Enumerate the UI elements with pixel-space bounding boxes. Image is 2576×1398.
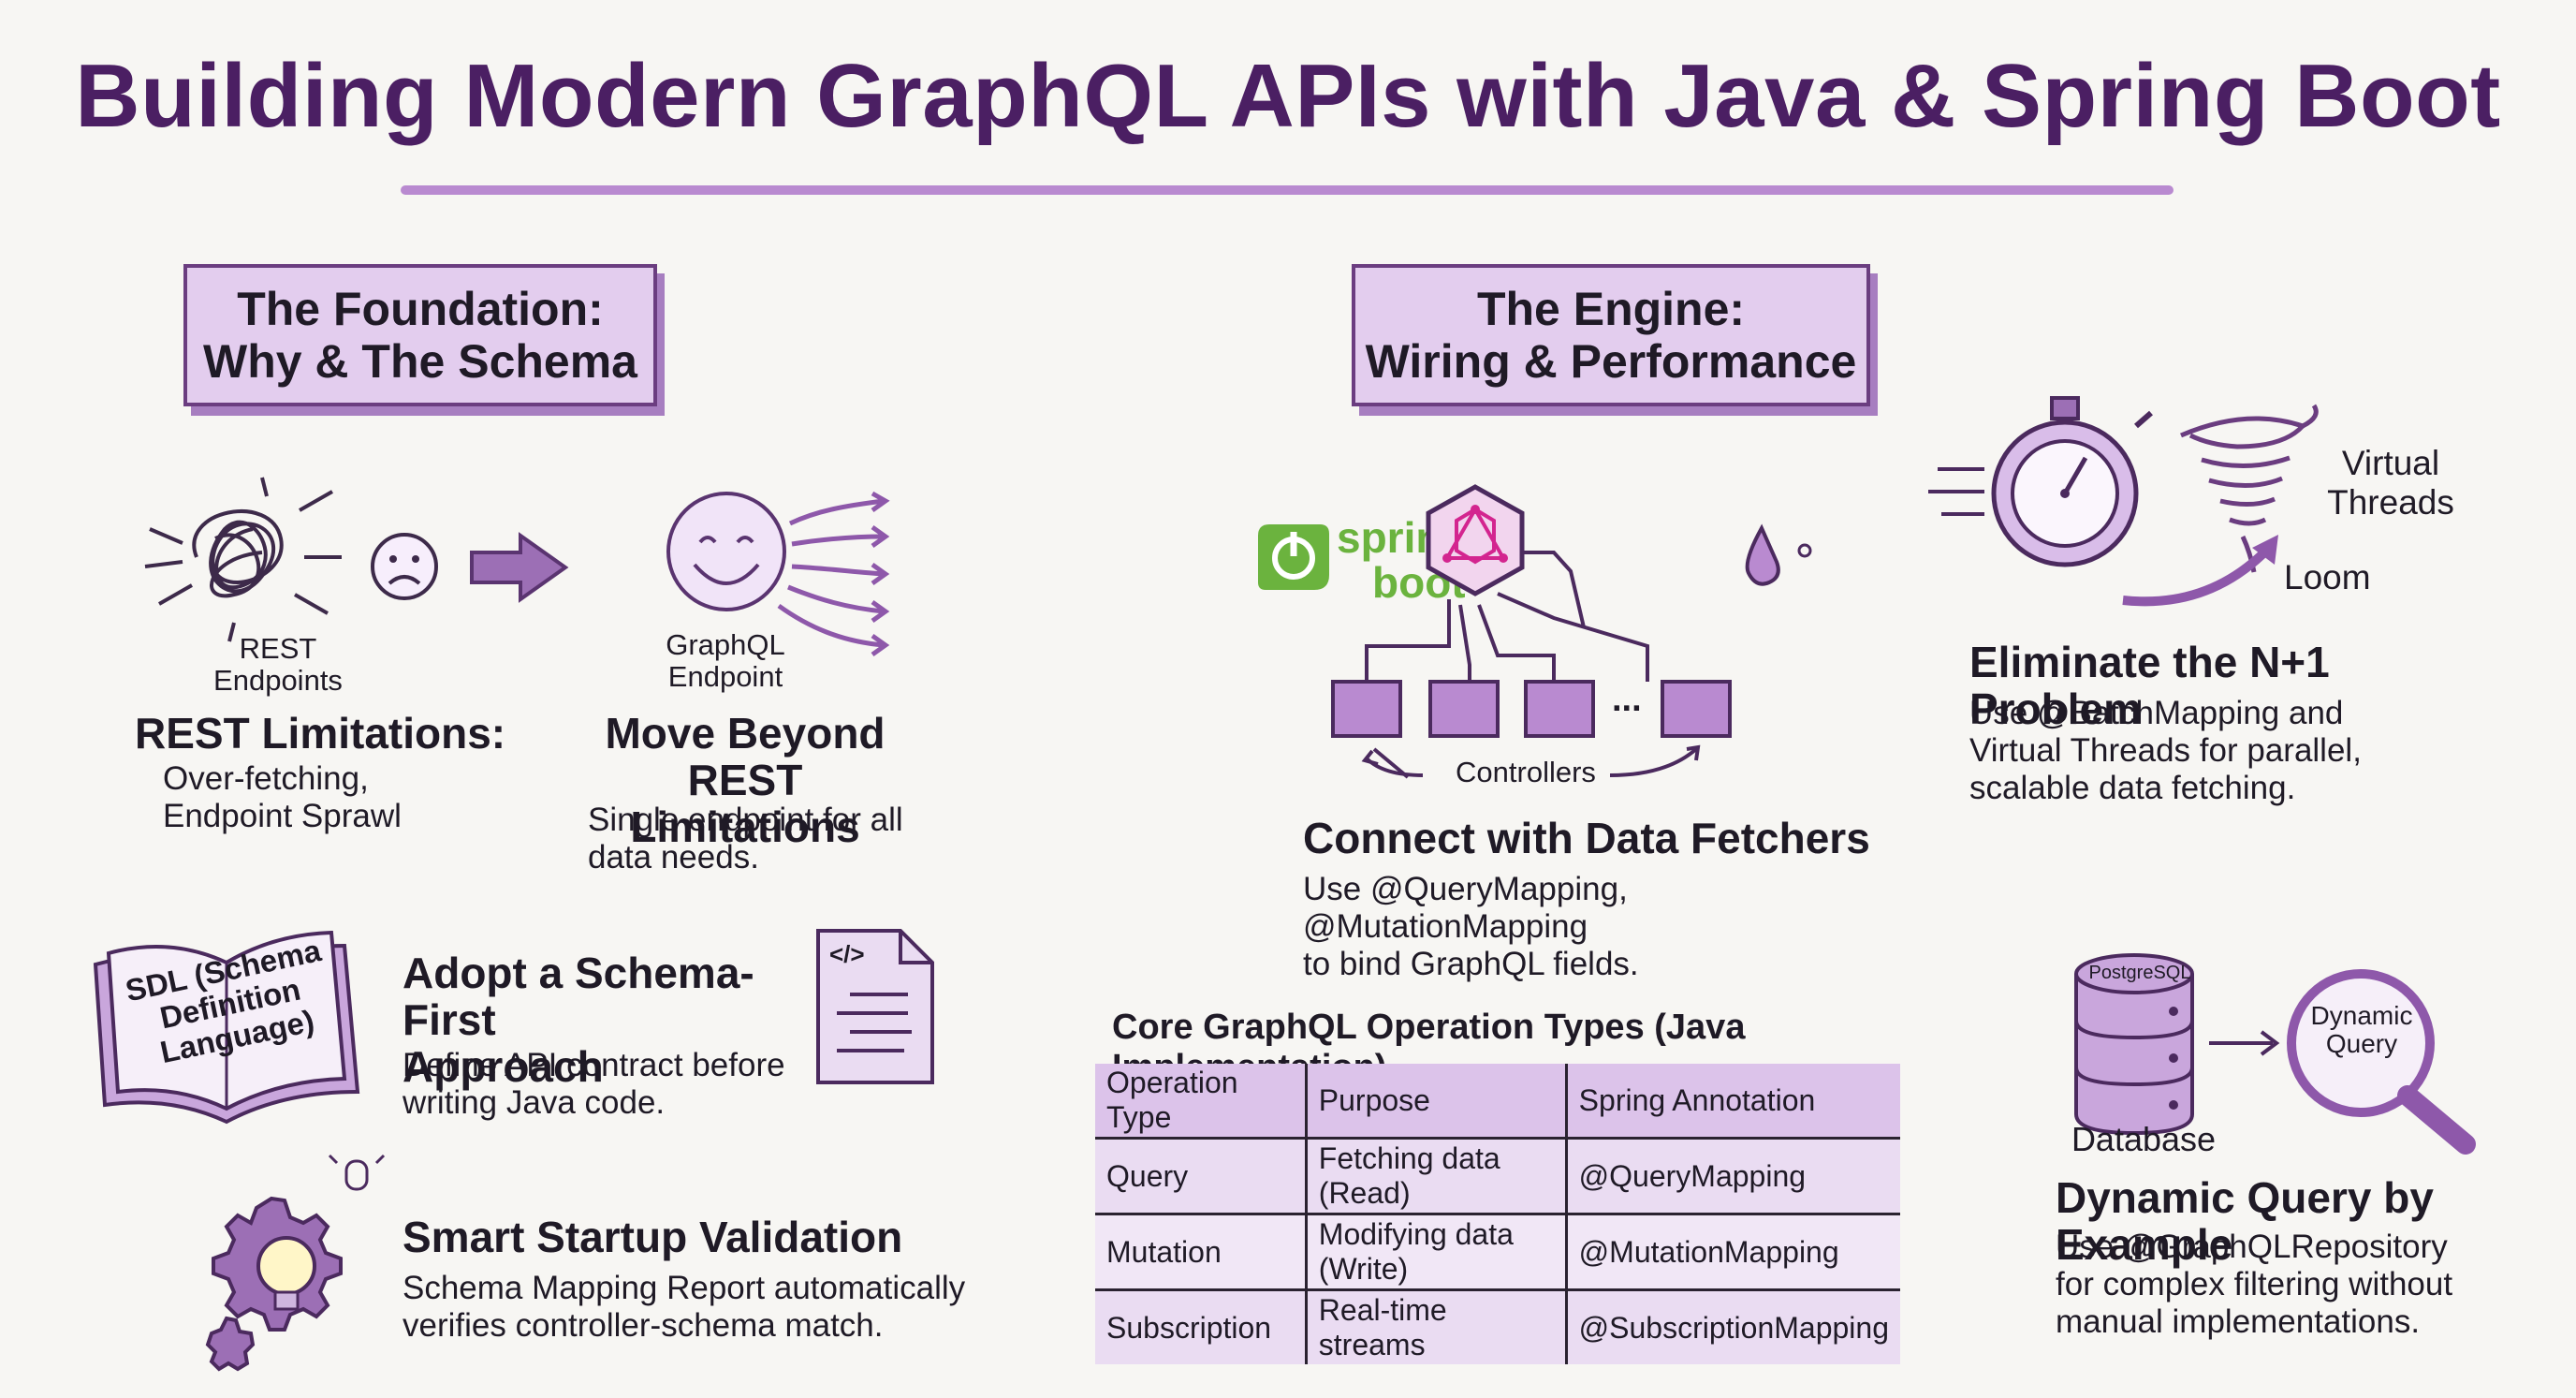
table-cell: Modifying data (Write) bbox=[1304, 1214, 1567, 1290]
arrow-right-icon bbox=[470, 532, 569, 603]
n-plus-one-text: Use @BatchMapping and Virtual Threads fo… bbox=[1969, 695, 2494, 807]
postgresql-label: PostgreSQL bbox=[2088, 963, 2191, 983]
table-header-cell: Spring Annotation bbox=[1564, 1064, 1900, 1139]
graphql-icon-label: GraphQL Endpoint bbox=[655, 629, 796, 693]
dynamic-text-3: manual implementations. bbox=[2056, 1303, 2421, 1340]
graphql-text: Single endpoint for all data needs. bbox=[588, 802, 962, 876]
fetchers-text-1: Use @QueryMapping, @MutationMapping bbox=[1303, 871, 1628, 945]
loom-label: Loom bbox=[2284, 558, 2371, 596]
virtual-threads-label-2: Threads bbox=[2327, 483, 2454, 522]
schema-first-text-2: writing Java code. bbox=[402, 1084, 666, 1121]
section-engine-line1: The Engine: bbox=[1476, 283, 1746, 335]
dynamic-query-lens-label: Dynamic Query bbox=[2301, 1002, 2422, 1058]
table-cell: Query bbox=[1106, 1158, 1189, 1193]
table-cell: Real-time streams bbox=[1304, 1289, 1567, 1364]
code-document-tag: </> bbox=[829, 940, 865, 968]
code-document-icon bbox=[816, 929, 934, 1084]
rest-text: Over-fetching, Endpoint Sprawl bbox=[163, 760, 575, 835]
table-cell: Fetching data (Read) bbox=[1304, 1138, 1567, 1214]
section-engine: The Engine: Wiring & Performance bbox=[1352, 264, 1870, 406]
rest-text-1: Over-fetching, bbox=[163, 760, 369, 797]
schema-first-heading-2: Approach bbox=[402, 1042, 604, 1091]
table-cell: @SubscriptionMapping bbox=[1564, 1289, 1900, 1364]
rest-icon-label: REST Endpoints bbox=[208, 633, 348, 697]
fetchers-heading: Connect with Data Fetchers bbox=[1303, 814, 1870, 862]
table-cell: Mutation bbox=[1106, 1234, 1222, 1269]
graphql-heading: Move Beyond REST Limitations bbox=[558, 710, 932, 850]
n-plus-one-text-3: scalable data fetching. bbox=[1969, 770, 2296, 806]
table-cell: @MutationMapping bbox=[1564, 1214, 1900, 1290]
controllers-ellipsis: ... bbox=[1612, 680, 1642, 719]
virtual-threads-label-1: Virtual bbox=[2341, 444, 2440, 482]
table-row: Mutation Modifying data (Write) @Mutatio… bbox=[1095, 1214, 1900, 1290]
n-plus-one-text-1: Use @BatchMapping and bbox=[1969, 695, 2344, 731]
dynamic-query-lens-1: Dynamic bbox=[2310, 1001, 2413, 1030]
gear-lightbulb-icon bbox=[205, 1154, 386, 1372]
controllers-diagram bbox=[1331, 484, 1732, 779]
table-cell: Subscription bbox=[1106, 1310, 1272, 1345]
dynamic-text-1: Use @GraphQLRepository bbox=[2056, 1229, 2448, 1265]
table-header-cell: Operation Type bbox=[1106, 1066, 1238, 1134]
dynamic-text-2: for complex filtering without bbox=[2056, 1266, 2453, 1302]
rest-tangle-icon bbox=[144, 477, 342, 642]
database-magnifier-icon bbox=[2074, 953, 2476, 1155]
fetchers-text-2: to bind GraphQL fields. bbox=[1303, 946, 1639, 982]
page-title: Building Modern GraphQL APIs with Java &… bbox=[75, 46, 2501, 146]
n-plus-one-text-2: Virtual Threads for parallel, bbox=[1969, 732, 2362, 769]
dynamic-query-lens-2: Query bbox=[2325, 1029, 2398, 1058]
rest-icon-label-2: Endpoints bbox=[213, 664, 343, 697]
table-cell: @QueryMapping bbox=[1564, 1138, 1900, 1214]
table-row: Query Fetching data (Read) @QueryMapping bbox=[1095, 1138, 1900, 1214]
graphql-icon-label-1: GraphQL bbox=[666, 628, 785, 661]
operations-table: Operation Type Purpose Spring Annotation… bbox=[1095, 1064, 1900, 1364]
sad-face-icon bbox=[371, 533, 438, 600]
title-underline bbox=[401, 185, 2174, 195]
dynamic-text: Use @GraphQLRepository for complex filte… bbox=[2056, 1229, 2561, 1341]
schema-first-text: Define API contract before writing Java … bbox=[402, 1047, 833, 1122]
graphql-icon-label-2: Endpoint bbox=[667, 660, 783, 693]
schema-first-text-1: Define API contract before bbox=[402, 1047, 785, 1083]
sdl-book-icon bbox=[93, 930, 360, 1125]
controllers-label: Controllers bbox=[1456, 756, 1596, 788]
fetchers-text: Use @QueryMapping, @MutationMapping to b… bbox=[1303, 871, 1921, 983]
table-header-cell: Purpose bbox=[1304, 1064, 1567, 1139]
section-foundation-line2: Why & The Schema bbox=[203, 335, 637, 388]
dynamic-heading: Dynamic Query by Example bbox=[2056, 1173, 2434, 1269]
stopwatch-icon bbox=[1928, 396, 2319, 607]
n-plus-one-heading: Eliminate the N+1 Problem bbox=[1969, 638, 2330, 733]
database-label: Database bbox=[2071, 1120, 2217, 1158]
spring-power-icon bbox=[1258, 524, 1329, 590]
droplet-icon bbox=[1745, 523, 1812, 586]
section-foundation-line1: The Foundation: bbox=[237, 283, 604, 335]
section-engine-line2: Wiring & Performance bbox=[1365, 335, 1857, 388]
table-row: Subscription Real-time streams @Subscrip… bbox=[1095, 1289, 1900, 1364]
rest-heading: REST Limitations: bbox=[135, 709, 506, 758]
rest-icon-label-1: REST bbox=[239, 632, 317, 665]
graphql-heading-2: Limitations bbox=[630, 802, 860, 851]
section-foundation: The Foundation: Why & The Schema bbox=[183, 264, 657, 406]
graphql-heading-1: Move Beyond REST bbox=[605, 709, 886, 804]
schema-first-heading-1: Adopt a Schema-First bbox=[402, 949, 754, 1044]
startup-text-2: verifies controller-schema match. bbox=[402, 1307, 884, 1344]
startup-text-1: Schema Mapping Report automatically bbox=[402, 1270, 966, 1306]
table-header-row: Operation Type Purpose Spring Annotation bbox=[1095, 1064, 1900, 1139]
rest-text-2: Endpoint Sprawl bbox=[163, 798, 402, 834]
happy-face-icon bbox=[666, 491, 890, 657]
startup-heading: Smart Startup Validation bbox=[402, 1213, 903, 1261]
virtual-threads-label: Virtual Threads bbox=[2325, 444, 2456, 522]
schema-first-heading: Adopt a Schema-First Approach bbox=[402, 949, 824, 1090]
graphql-text-2: data needs. bbox=[588, 839, 759, 876]
startup-text: Schema Mapping Report automatically veri… bbox=[402, 1270, 983, 1345]
graphql-text-1: Single endpoint for all bbox=[588, 802, 903, 838]
